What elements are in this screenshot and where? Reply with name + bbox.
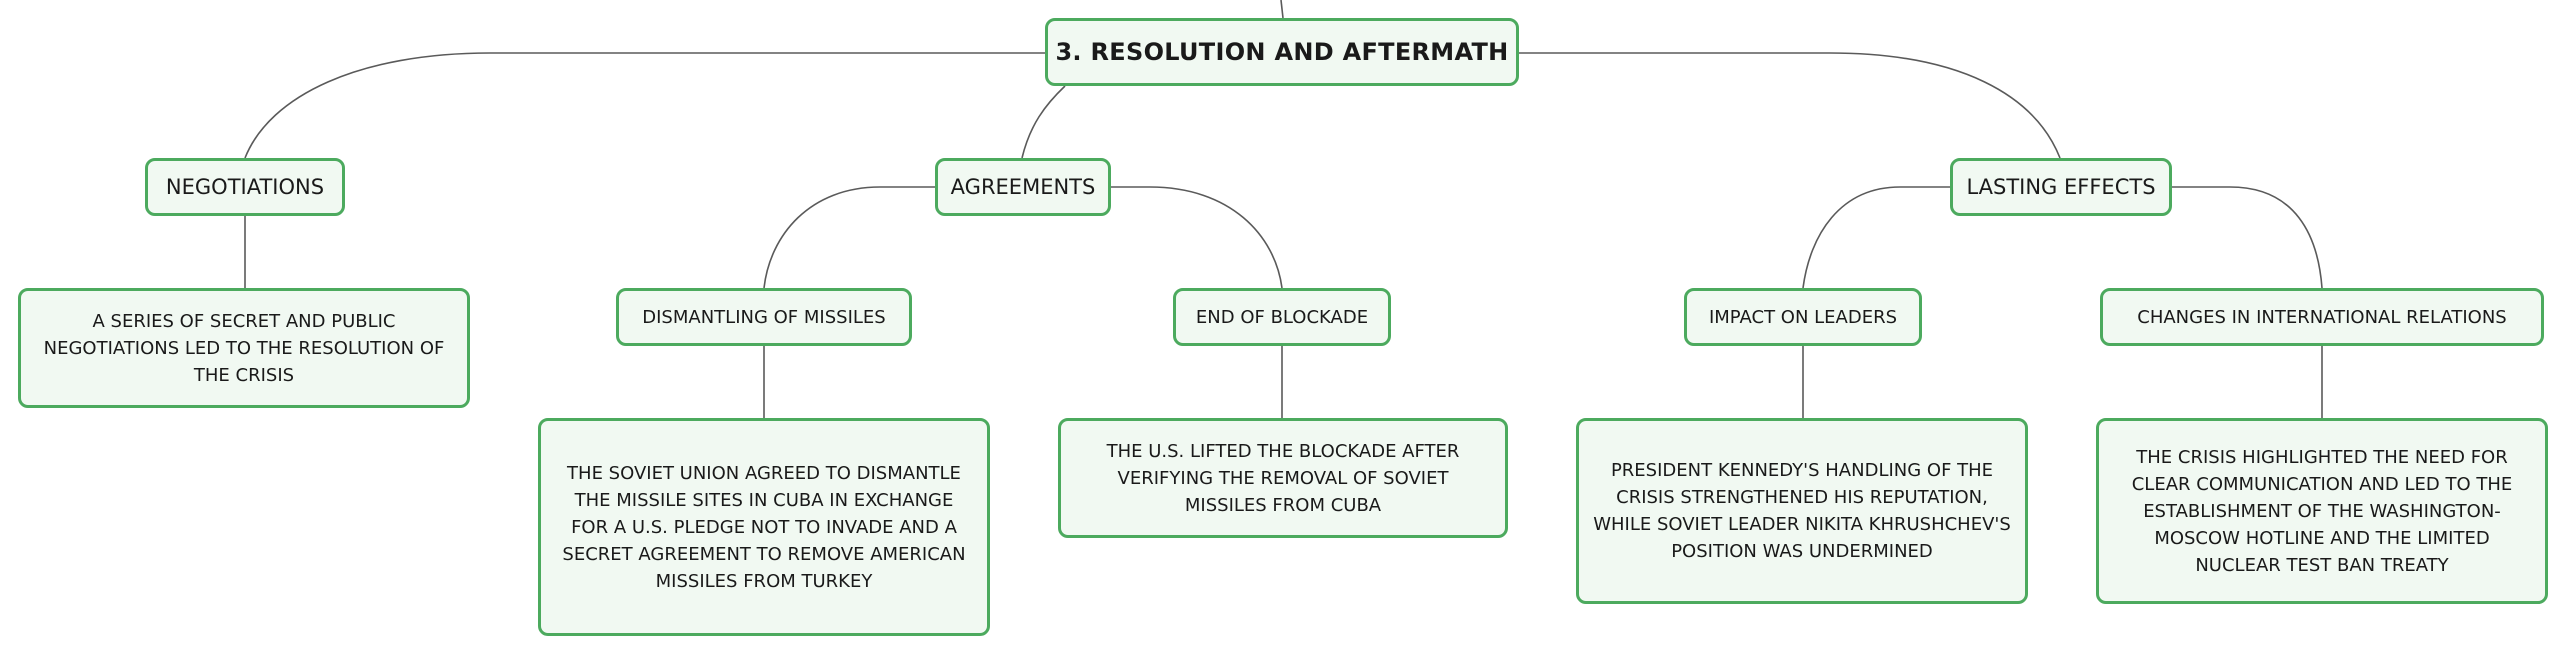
- end-of-blockade-node[interactable]: END OF BLOCKADE: [1173, 288, 1391, 346]
- end-of-blockade-node-label: END OF BLOCKADE: [1195, 306, 1369, 328]
- connector-parent-to-root: [1280, 0, 1284, 19]
- root-node-label: 3. RESOLUTION AND AFTERMATH: [1055, 38, 1509, 66]
- impact-on-leaders-detail-text: PRESIDENT KENNEDY'S HANDLING OF THE CRIS…: [1593, 460, 2011, 562]
- end-of-blockade-detail-text: THE U.S. LIFTED THE BLOCKADE AFTER VERIF…: [1106, 440, 1460, 516]
- connector-root-to-lasting-effects: [1519, 52, 2061, 159]
- lasting-effects-node[interactable]: LASTING EFFECTS: [1950, 158, 2172, 216]
- connector-agreements-to-dismantling: [763, 186, 935, 289]
- root-node[interactable]: 3. RESOLUTION AND AFTERMATH: [1045, 18, 1519, 86]
- lasting-effects-node-label: LASTING EFFECTS: [1966, 175, 2156, 199]
- impact-on-leaders-node[interactable]: IMPACT ON LEADERS: [1684, 288, 1922, 346]
- agreements-node-label: AGREEMENTS: [950, 175, 1096, 199]
- negotiations-node-label: NEGOTIATIONS: [165, 175, 325, 199]
- dismantling-node-label: DISMANTLING OF MISSILES: [642, 306, 886, 328]
- dismantling-detail-text: THE SOVIET UNION AGREED TO DISMANTLE THE…: [562, 462, 966, 592]
- end-of-blockade-detail-node[interactable]: THE U.S. LIFTED THE BLOCKADE AFTER VERIF…: [1058, 418, 1508, 538]
- connector-lasting-to-relations: [2172, 186, 2323, 289]
- connector-lasting-to-leaders: [1802, 186, 1950, 289]
- impact-on-leaders-node-label: IMPACT ON LEADERS: [1708, 306, 1898, 328]
- dismantling-node[interactable]: DISMANTLING OF MISSILES: [616, 288, 912, 346]
- connector-root-to-agreements: [1021, 85, 1066, 159]
- impact-on-leaders-detail-node[interactable]: PRESIDENT KENNEDY'S HANDLING OF THE CRIS…: [1576, 418, 2028, 604]
- international-relations-detail-text: THE CRISIS HIGHLIGHTED THE NEED FOR CLEA…: [2131, 446, 2513, 576]
- agreements-node[interactable]: AGREEMENTS: [935, 158, 1111, 216]
- connector-root-to-negotiations: [244, 52, 1045, 159]
- dismantling-detail-node[interactable]: THE SOVIET UNION AGREED TO DISMANTLE THE…: [538, 418, 990, 636]
- international-relations-node[interactable]: CHANGES IN INTERNATIONAL RELATIONS: [2100, 288, 2544, 346]
- negotiations-node[interactable]: NEGOTIATIONS: [145, 158, 345, 216]
- international-relations-detail-node[interactable]: THE CRISIS HIGHLIGHTED THE NEED FOR CLEA…: [2096, 418, 2548, 604]
- international-relations-node-label: CHANGES IN INTERNATIONAL RELATIONS: [2137, 306, 2507, 328]
- negotiations-detail-text: A SERIES OF SECRET AND PUBLIC NEGOTIATIO…: [43, 310, 445, 386]
- connector-agreements-to-blockade: [1111, 186, 1283, 289]
- negotiations-detail-node[interactable]: A SERIES OF SECRET AND PUBLIC NEGOTIATIO…: [18, 288, 470, 408]
